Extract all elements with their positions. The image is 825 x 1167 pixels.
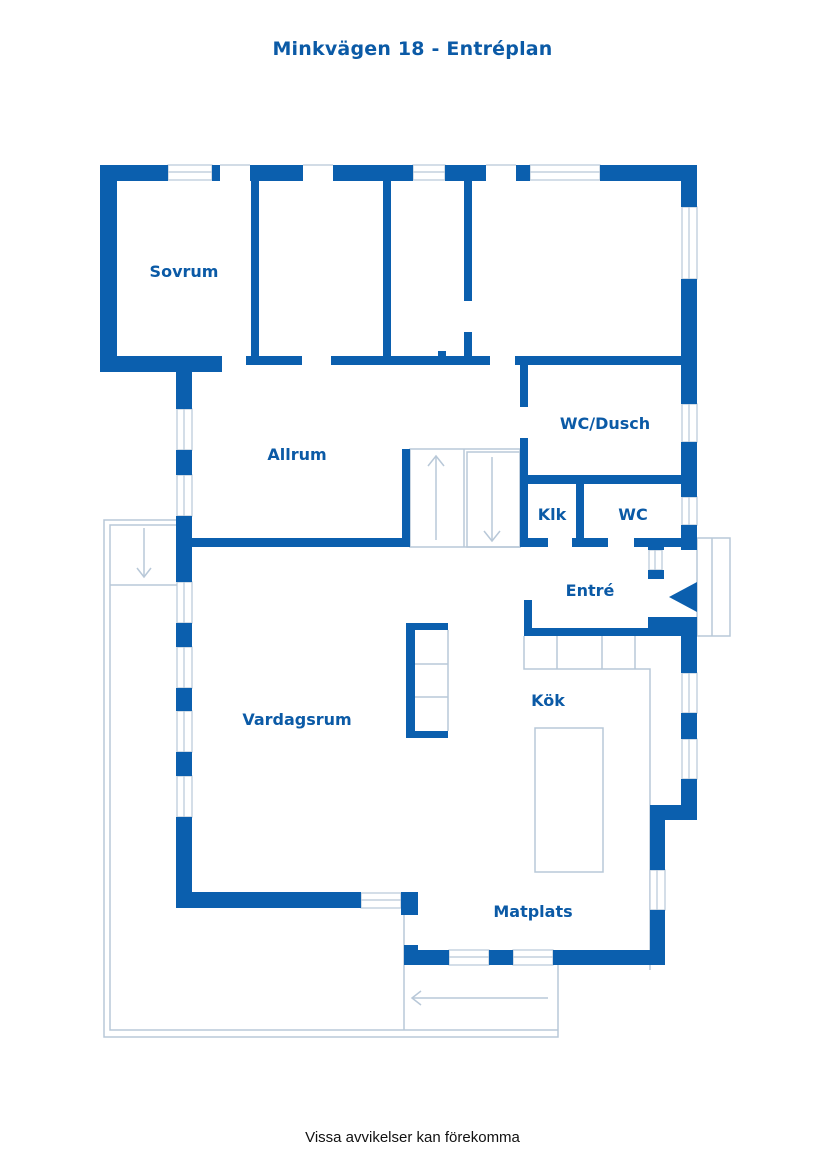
room-label-wc-dusch: WC/Dusch <box>560 414 650 433</box>
room-label-entre: Entré <box>566 581 615 600</box>
room-label-wc: WC <box>618 505 647 524</box>
windows <box>167 164 698 966</box>
entrance-triangle-icon <box>669 582 697 612</box>
room-label-sovrum: Sovrum <box>150 262 219 281</box>
room-label-allrum: Allrum <box>267 445 326 464</box>
kitchen-island <box>534 727 604 873</box>
room-label-klk: Klk <box>538 505 567 524</box>
terrace-arrow-down-icon <box>136 528 152 579</box>
room-labels: Sovrum Allrum WC/Dusch Klk WC Entré Vard… <box>150 262 651 921</box>
walls <box>100 165 697 965</box>
stair-down-arrow-icon <box>483 457 501 543</box>
page-title: Minkvägen 18 - Entréplan <box>272 38 553 60</box>
room-label-kok: Kök <box>531 691 565 710</box>
disclaimer-text: Vissa avvikelser kan förekomma <box>305 1129 520 1146</box>
terrace-outline <box>103 519 731 1038</box>
staircase <box>409 448 521 548</box>
stair-up-arrow-icon <box>427 454 445 540</box>
room-label-matplats: Matplats <box>493 902 572 921</box>
room-label-vardagsrum: Vardagsrum <box>242 710 351 729</box>
sofa <box>406 623 449 738</box>
terrace-arrow-left-icon <box>410 990 548 1006</box>
